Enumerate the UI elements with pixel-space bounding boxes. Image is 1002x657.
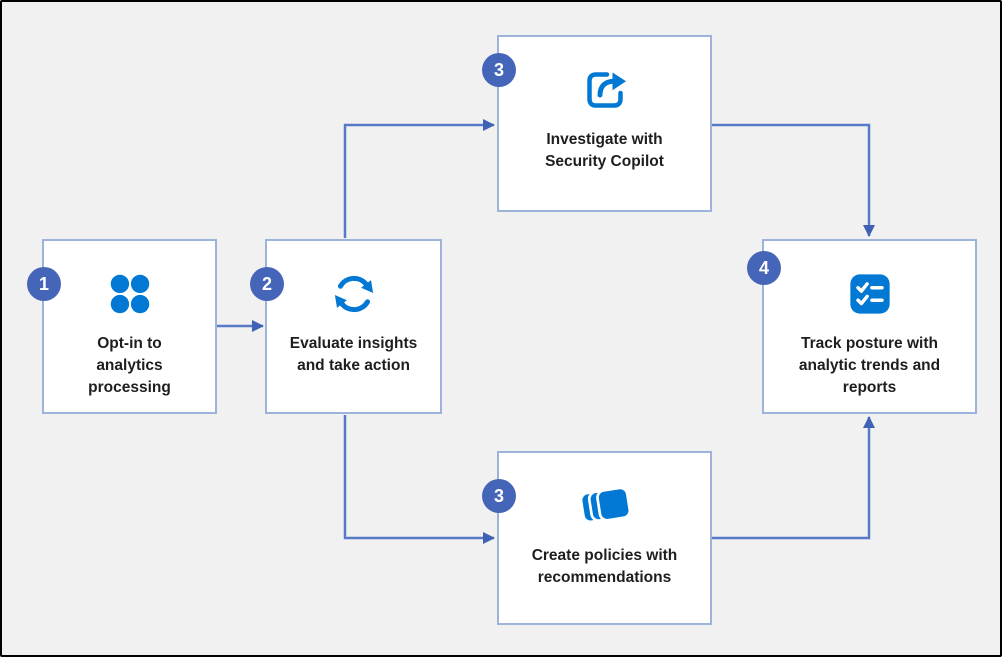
step-box-opt-in: 1 Opt-in to analytics processing xyxy=(27,239,217,414)
connector-step2-to-policies xyxy=(343,415,495,544)
step-label: Create policies with recommendations xyxy=(531,547,678,586)
connector-policies-to-step4 xyxy=(712,416,875,540)
connector-investigate-to-step4 xyxy=(712,123,875,237)
connector-step2-to-investigate xyxy=(343,119,495,238)
step-box-track-posture: 4 Track posture with analytic trends and… xyxy=(747,239,977,414)
apps-dots-icon xyxy=(108,269,152,319)
checklist-icon xyxy=(847,269,893,319)
step-label: Investigate with Security Copilot xyxy=(545,131,664,170)
step-number-badge: 3 xyxy=(482,479,516,513)
step-label: Evaluate insights and take action xyxy=(289,335,418,374)
step-box-evaluate: 2 Evaluate insights and take action xyxy=(250,239,442,414)
step-number-badge: 3 xyxy=(482,53,516,87)
step-number-badge: 1 xyxy=(27,267,61,301)
step-label: Opt-in to analytics processing xyxy=(88,335,171,396)
step-number-badge: 4 xyxy=(747,251,781,285)
step-box-create-policies: 3 Create policies with recommendations xyxy=(482,451,712,625)
stacked-cards-icon xyxy=(578,481,632,531)
step-number-badge: 2 xyxy=(250,267,284,301)
share-arrow-icon xyxy=(581,65,629,115)
step-box-investigate: 3 Investigate with Security Copilot xyxy=(482,35,712,212)
sync-arrows-icon xyxy=(329,269,379,319)
step-label: Track posture with analytic trends and r… xyxy=(798,335,941,396)
